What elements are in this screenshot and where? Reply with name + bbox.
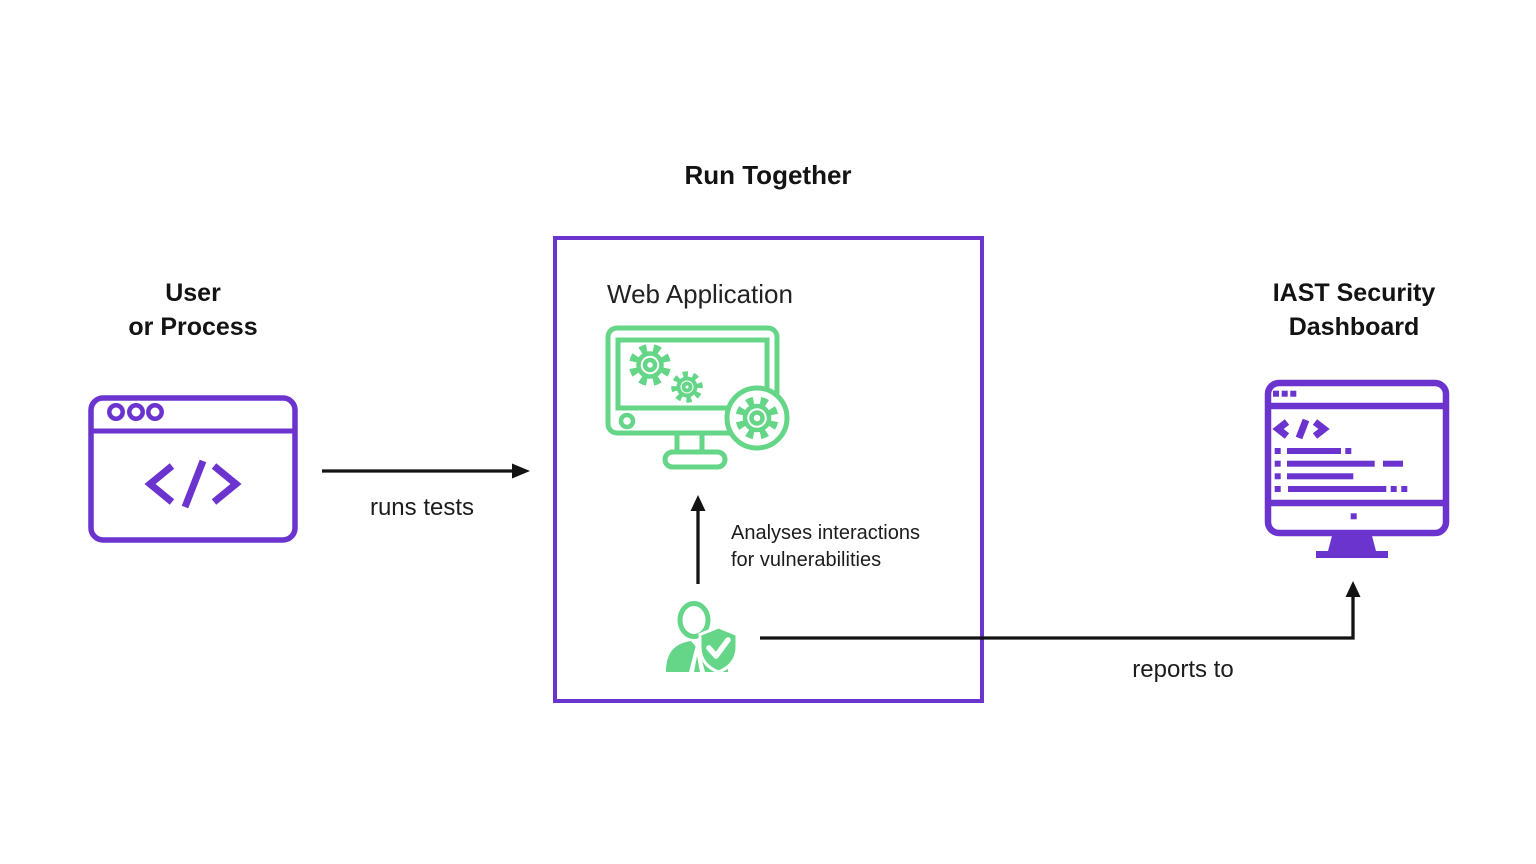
agent-note: Analyses interactions for vulnerabilitie… [731, 520, 961, 574]
window-buttons-icon [107, 403, 164, 421]
arrowhead-icon [512, 463, 530, 479]
monitor-code-icon [1264, 379, 1450, 558]
code-brackets-icon [1272, 418, 1330, 440]
arrowhead-icon [690, 495, 706, 511]
arrowhead-icon [1345, 581, 1361, 597]
analyzes-arrow-up [690, 495, 706, 584]
monitor-base-icon [1316, 551, 1388, 558]
gear-badge-icon [724, 385, 790, 451]
agent-note-line2: for vulnerabilities [731, 549, 882, 571]
reports-to-label: reports to [1132, 656, 1234, 683]
run-together-title: Run Together [684, 160, 852, 190]
shield-check-icon [698, 625, 739, 674]
runs-tests-label: runs tests [369, 494, 475, 521]
runs-tests-arrow [322, 463, 530, 479]
person-shield-icon [666, 601, 739, 674]
code-brackets-icon [144, 459, 242, 509]
gear-icon [629, 344, 671, 386]
dashboard-node-label: IAST Security Dashboard [1204, 276, 1504, 344]
gear-icon [671, 371, 703, 403]
head-icon [677, 601, 711, 639]
dashboard-node-label-line2: Dashboard [1288, 313, 1420, 341]
code-lines-icon [1274, 448, 1408, 492]
browser-code-icon [88, 395, 298, 543]
window-buttons-icon [1273, 390, 1297, 397]
monitor-stand-icon [1328, 532, 1376, 551]
power-button-icon [618, 412, 636, 430]
monitor-gears-icon [605, 325, 790, 470]
reports-to-arrow [760, 581, 1361, 640]
run-together-box [553, 236, 984, 703]
web-application-label: Web Application [607, 279, 793, 309]
user-node-label-line1: User [165, 279, 221, 307]
agent-note-line1: Analyses interactions [731, 522, 920, 544]
user-node-label-line2: or Process [128, 313, 258, 341]
user-node-label: User or Process [43, 276, 343, 344]
dashboard-node-label-line1: IAST Security [1272, 279, 1436, 307]
